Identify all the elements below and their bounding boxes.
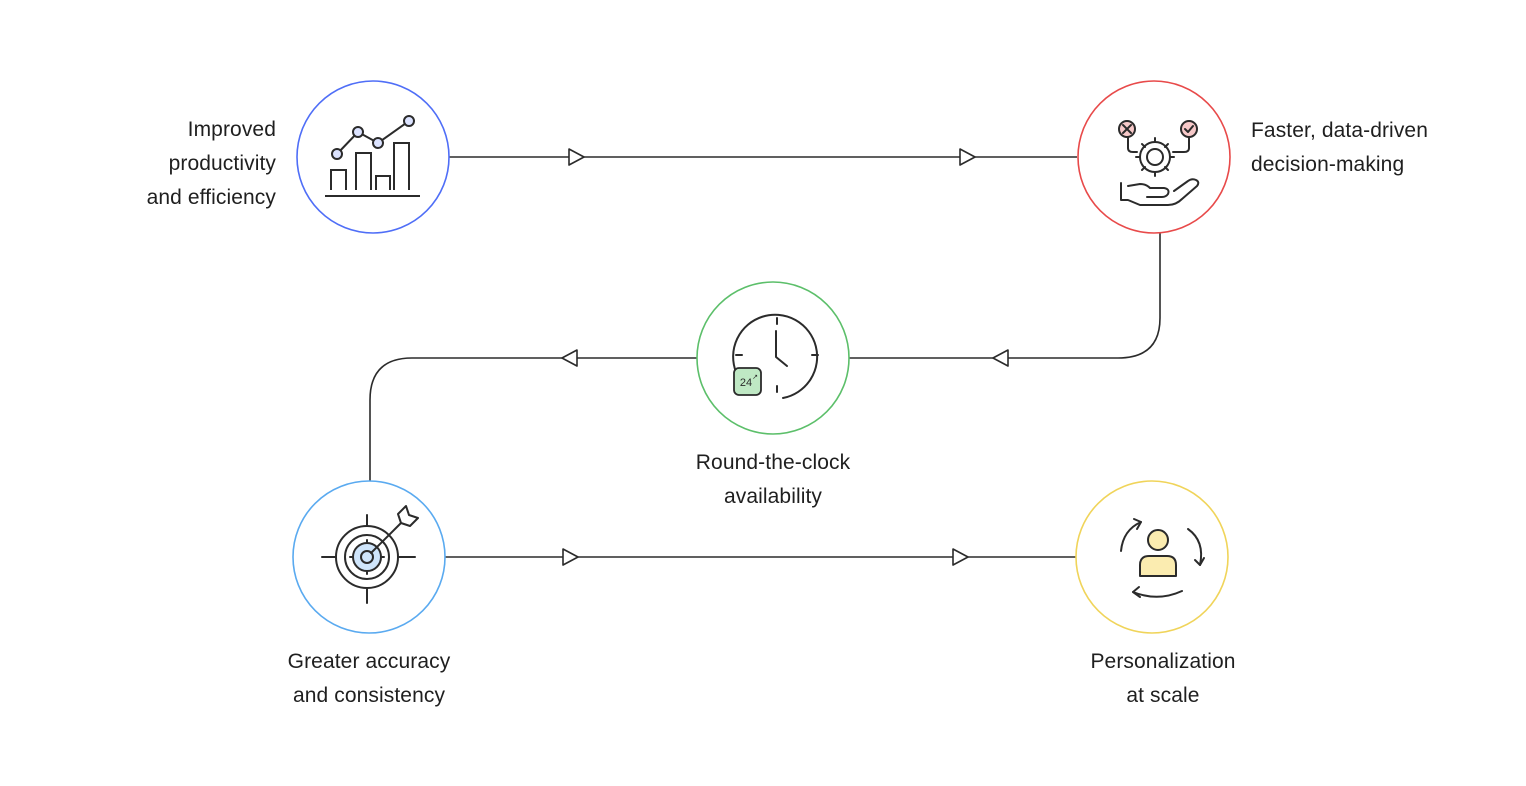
arrow-left-icon	[992, 349, 1009, 367]
arrow-right-icon	[562, 548, 579, 566]
badge-arrow-icon: ↗	[752, 374, 758, 381]
label-line: at scale	[1126, 684, 1200, 707]
target-icon	[321, 505, 419, 604]
label-productivity: Improved productivity and efficiency	[147, 113, 276, 215]
arrow-right-icon	[952, 548, 969, 566]
label-line: and efficiency	[146, 186, 276, 209]
label-line: productivity	[168, 152, 276, 175]
connector-decision-availability	[849, 233, 1161, 359]
clock-icon	[732, 313, 819, 399]
label-line: Greater accuracy	[287, 650, 451, 673]
label-personalization: Personalization at scale	[1023, 645, 1303, 713]
label-line: Personalization	[1090, 650, 1236, 673]
bar-chart-icon	[325, 115, 420, 197]
node-personalization	[1075, 480, 1229, 634]
label-line: Round-the-clock	[695, 451, 851, 474]
node-ring	[1077, 80, 1231, 234]
label-line: and consistency	[292, 684, 446, 707]
node-accuracy	[292, 480, 446, 634]
label-line: availability	[723, 485, 823, 508]
label-line: Improved	[187, 118, 276, 141]
label-line: decision-making	[1251, 153, 1405, 176]
badge-24-text: 24	[740, 377, 752, 389]
user-cycle-icon	[1120, 518, 1205, 598]
node-decision	[1077, 80, 1231, 234]
arrowheads	[561, 148, 1009, 566]
node-ring	[296, 80, 450, 234]
label-line: Faster, data-driven	[1251, 119, 1428, 142]
label-availability: Round-the-clock availability	[633, 446, 913, 514]
connector-availability-accuracy	[369, 357, 697, 481]
label-accuracy: Greater accuracy and consistency	[229, 645, 509, 713]
badge-24	[733, 367, 762, 396]
arrow-right-icon	[959, 148, 976, 166]
node-ring	[696, 281, 850, 435]
arrow-right-icon	[568, 148, 585, 166]
node-productivity	[296, 80, 450, 234]
arrow-left-icon	[561, 349, 578, 367]
node-availability: 24 ↗	[696, 281, 850, 435]
label-decision: Faster, data-driven decision-making	[1251, 114, 1428, 182]
gear-hand-icon	[1118, 120, 1200, 206]
